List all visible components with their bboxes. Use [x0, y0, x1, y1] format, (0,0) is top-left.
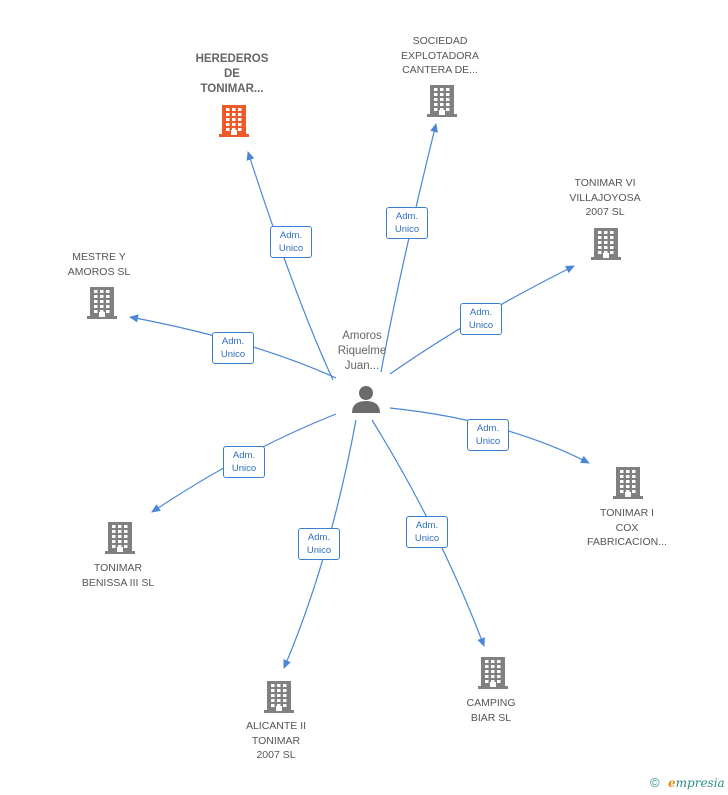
building-icon[interactable] — [612, 466, 644, 505]
company-label-villajoyosa[interactable]: TONIMAR VI VILLAJOYOSA 2007 SL — [569, 177, 641, 218]
edge-label-cox: Adm. Unico — [467, 419, 509, 451]
edge-line-herederos — [246, 151, 334, 381]
brand-rest: mpresia — [675, 776, 725, 790]
edge-label-camping: Adm. Unico — [406, 516, 448, 548]
brand-logo: empresia — [668, 776, 725, 790]
building-icon[interactable] — [426, 84, 458, 123]
building-icon[interactable] — [590, 227, 622, 266]
edge-label-herederos: Adm. Unico — [270, 226, 312, 258]
building-icon[interactable] — [104, 521, 136, 560]
edge-label-benissa: Adm. Unico — [223, 446, 265, 478]
company-label-alicante[interactable]: ALICANTE II TONIMAR 2007 SL — [245, 720, 307, 761]
copyright-symbol: © — [650, 775, 660, 790]
company-label-benissa[interactable]: TONIMAR BENISSA III SL — [81, 562, 155, 589]
edge-label-mestre: Adm. Unico — [212, 332, 254, 364]
company-label-herederos[interactable]: HEREDEROS DE TONIMAR... — [195, 53, 269, 95]
company-label-camping[interactable]: CAMPING BIAR SL — [466, 697, 516, 724]
company-label-mestre[interactable]: MESTRE Y AMOROS SL — [67, 251, 131, 278]
edge-label-alicante: Adm. Unico — [298, 528, 340, 560]
building-icon[interactable] — [263, 680, 295, 719]
person-icon[interactable] — [351, 384, 381, 414]
building-icon[interactable] — [477, 656, 509, 695]
brand-e: e — [668, 776, 676, 790]
company-label-cox[interactable]: TONIMAR I COX FABRICACION... — [587, 507, 667, 548]
building-icon[interactable] — [86, 286, 118, 325]
edge-label-villajoyosa: Adm. Unico — [460, 303, 502, 335]
company-label-sociedad[interactable]: SOCIEDAD EXPLOTADORA CANTERA DE... — [401, 35, 479, 76]
edge-line-sociedad — [380, 123, 438, 373]
edge-label-sociedad: Adm. Unico — [386, 207, 428, 239]
building-icon[interactable] — [218, 104, 250, 143]
person-label[interactable]: Amoros Riquelme Juan... — [337, 330, 387, 372]
